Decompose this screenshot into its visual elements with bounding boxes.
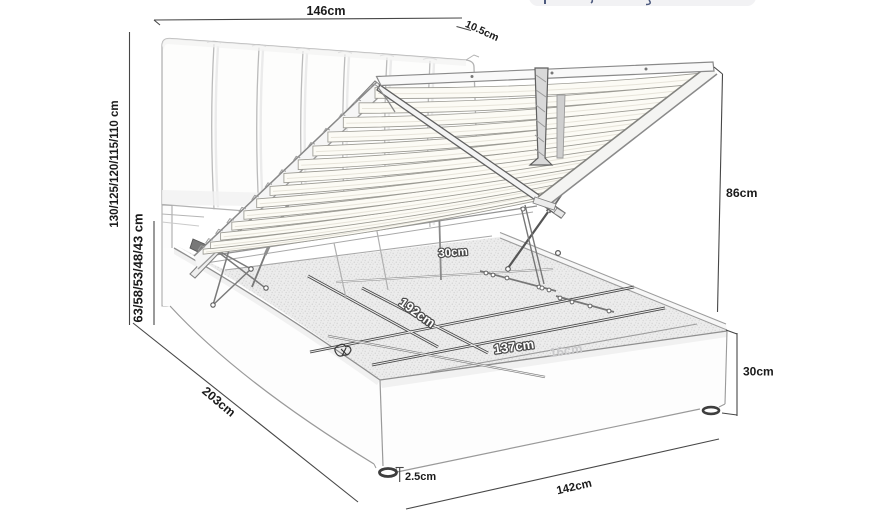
svg-text:86cm: 86cm bbox=[726, 186, 758, 200]
svg-text:30cm: 30cm bbox=[438, 246, 468, 260]
svg-text:130/125/120/115/110 cm: 130/125/120/115/110 cm bbox=[109, 100, 121, 227]
svg-text:16cm: 16cm bbox=[548, 341, 583, 360]
svg-text:146cm: 146cm bbox=[307, 4, 346, 18]
svg-text:63/58/53/48/43 cm: 63/58/53/48/43 cm bbox=[131, 213, 146, 322]
svg-text:137cm: 137cm bbox=[493, 336, 535, 356]
svg-text:30cm: 30cm bbox=[743, 365, 774, 379]
svg-text:2.5cm: 2.5cm bbox=[405, 471, 436, 483]
